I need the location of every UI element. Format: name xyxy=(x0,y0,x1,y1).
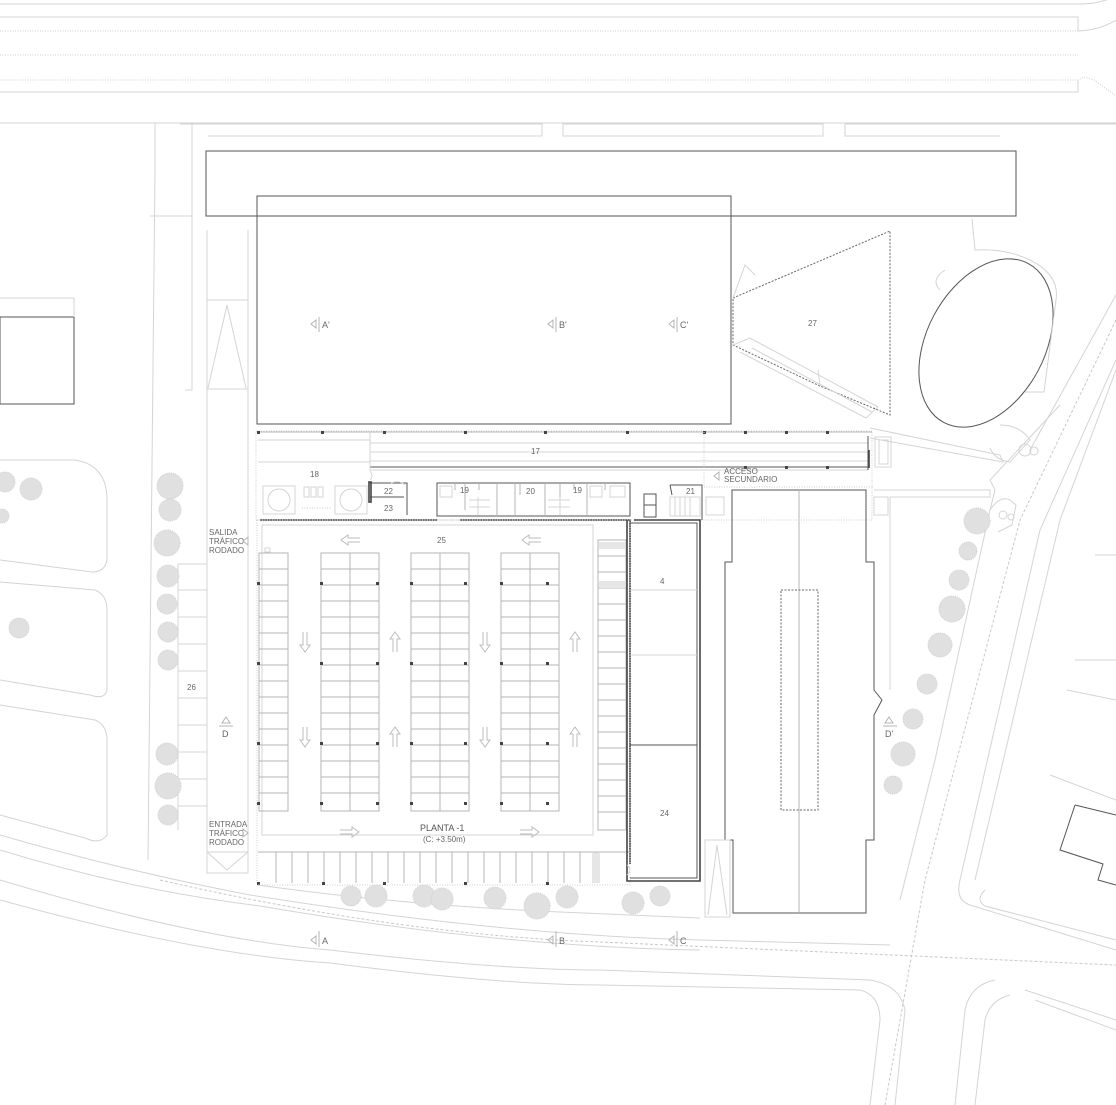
svg-text:26: 26 xyxy=(187,683,196,692)
vehicle-ramp-west: 26 D SALIDA TRÁFICO RODADO ENTRADA TRÁFI… xyxy=(177,230,249,874)
east-street xyxy=(884,294,1116,1105)
svg-text:21: 21 xyxy=(686,487,695,496)
svg-text:D': D' xyxy=(885,729,893,739)
oval-building xyxy=(918,218,1057,463)
svg-text:17: 17 xyxy=(531,447,540,456)
svg-text:C: C xyxy=(680,936,687,946)
section-marker-c-bottom: C xyxy=(668,931,687,947)
svg-text:TRÁFICO: TRÁFICO xyxy=(209,537,244,546)
svg-text:C': C' xyxy=(680,320,688,330)
traffic-arrows xyxy=(299,534,581,838)
svg-text:24: 24 xyxy=(660,809,669,818)
svg-text:B: B xyxy=(559,936,565,946)
parking-north-wall xyxy=(260,519,631,864)
svg-text:23: 23 xyxy=(384,504,393,513)
east-corner-building xyxy=(1059,804,1116,886)
svg-text:22: 22 xyxy=(384,487,393,496)
svg-text:TRÁFICO: TRÁFICO xyxy=(209,829,244,838)
triangular-building-27: 27 xyxy=(732,230,891,419)
svg-text:SECUNDARIO: SECUNDARIO xyxy=(724,475,777,484)
svg-text:ENTRADA: ENTRADA xyxy=(209,820,248,829)
south-road xyxy=(0,834,1116,1105)
section-marker-c-top: C' xyxy=(668,317,688,332)
svg-text:D: D xyxy=(222,729,229,739)
svg-text:RODADO: RODADO xyxy=(209,546,244,555)
section-marker-a-bottom: A xyxy=(310,931,328,947)
room-21-stair: 21 xyxy=(669,484,703,520)
svg-text:B': B' xyxy=(559,320,567,330)
svg-text:27: 27 xyxy=(808,319,817,328)
rooms-4-24: 4 24 xyxy=(626,519,701,882)
svg-text:RODADO: RODADO xyxy=(209,838,244,847)
room-18-plant: 18 xyxy=(262,470,368,515)
section-marker-b-bottom: B xyxy=(547,931,565,947)
parking-bays xyxy=(258,539,630,883)
svg-text:ACCESO: ACCESO xyxy=(724,467,758,476)
east-long-building: D' xyxy=(704,489,991,918)
svg-text:A: A xyxy=(322,936,328,946)
parking-columns xyxy=(257,582,549,885)
section-marker-a-top: A' xyxy=(310,317,330,332)
svg-text:19: 19 xyxy=(460,486,469,495)
north-bar-building xyxy=(205,150,1017,217)
section-marker-b-top: B' xyxy=(547,317,567,332)
toilet-block: 19 20 19 xyxy=(436,482,657,518)
rooms-22-23: 22 23 xyxy=(368,470,408,515)
svg-text:19: 19 xyxy=(573,486,582,495)
svg-text:20: 20 xyxy=(526,487,535,496)
svg-text:18: 18 xyxy=(310,470,319,479)
drawing-title: PLANTA -1 xyxy=(420,823,464,833)
corridor-17: 17 xyxy=(255,430,892,521)
drawing-elevation: (C: +3.50m) xyxy=(423,835,466,844)
west-building xyxy=(0,316,75,405)
svg-text:25: 25 xyxy=(437,536,446,545)
north-road xyxy=(0,0,1116,861)
secondary-access-label: ACCESO SECUNDARIO xyxy=(703,432,874,488)
svg-text:A': A' xyxy=(322,320,330,330)
main-hall-block xyxy=(256,195,732,425)
svg-text:4: 4 xyxy=(660,577,665,586)
trees xyxy=(0,471,991,920)
svg-text:SALIDA: SALIDA xyxy=(209,528,238,537)
parking-area-25: 25 xyxy=(256,519,631,886)
column-grid xyxy=(257,431,829,469)
